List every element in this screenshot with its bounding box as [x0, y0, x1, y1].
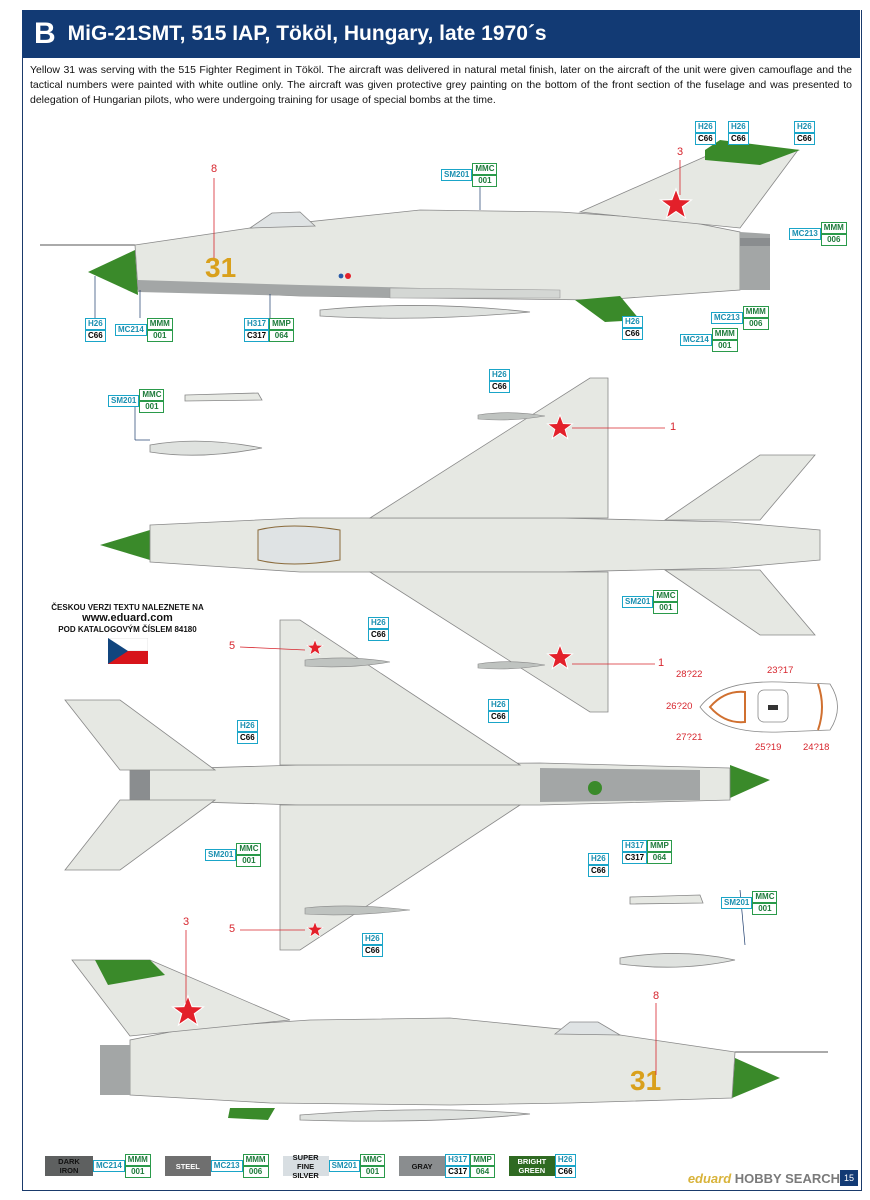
profile-title: MiG-21SMT, 515 IAP, Tököl, Hungary, late… — [67, 22, 547, 45]
profile-description: Yellow 31 was serving with the 515 Fight… — [30, 64, 852, 106]
hobby-search-watermark: HOBBY SEARCH — [734, 1171, 840, 1186]
brand-mark: eduard HOBBY SEARCH — [688, 1171, 840, 1186]
callout-3-top: 3 — [677, 146, 684, 158]
weapon-details — [149, 392, 736, 968]
callout-3-bottom: 3 — [183, 916, 190, 928]
callout-8-top: 8 — [211, 163, 218, 175]
callout-8-bottom: 8 — [653, 990, 660, 1002]
czech-url[interactable]: www.eduard.com — [82, 612, 173, 624]
callout-1-upper: 1 — [670, 421, 677, 433]
leader-lines — [185, 160, 681, 1075]
page-number: 15 — [840, 1170, 858, 1186]
stencil-2620: 26?20 — [666, 701, 693, 712]
stencil-2822: 28?22 — [676, 669, 703, 680]
stencil-2519: 25?19 — [755, 742, 782, 753]
profile-letter: B — [34, 17, 56, 50]
stencil-2418: 24?18 — [803, 742, 830, 753]
page-frame — [22, 10, 862, 1191]
right-profile: 31 — [71, 959, 828, 1122]
callout-1-lower: 1 — [658, 657, 665, 669]
czech-flag-icon — [107, 637, 148, 664]
left-profile: 31 — [40, 140, 800, 322]
stencil-2317: 23?17 — [767, 665, 794, 676]
eduard-logo: eduard — [687, 1171, 732, 1186]
tactical-number-left: 31 — [205, 252, 236, 283]
stencil-2721: 27?21 — [676, 732, 703, 743]
profile-header: B MiG-21SMT, 515 IAP, Tököl, Hungary, la… — [22, 10, 860, 58]
bottom-view — [64, 619, 770, 951]
tactical-number-right: 31 — [630, 1065, 661, 1096]
callout-5-lower: 5 — [229, 923, 236, 935]
top-view — [100, 377, 821, 713]
czech-line2: POD KATALOGOVÝM ČÍSLEM 84180 — [58, 625, 197, 634]
czech-line1: ČESKOU VERZI TEXTU NALEZNETE NA — [51, 603, 204, 612]
czech-note: ČESKOU VERZI TEXTU NALEZNETE NA www.edua… — [40, 602, 215, 667]
callout-5-upper: 5 — [229, 640, 236, 652]
canopy-detail — [699, 681, 838, 733]
